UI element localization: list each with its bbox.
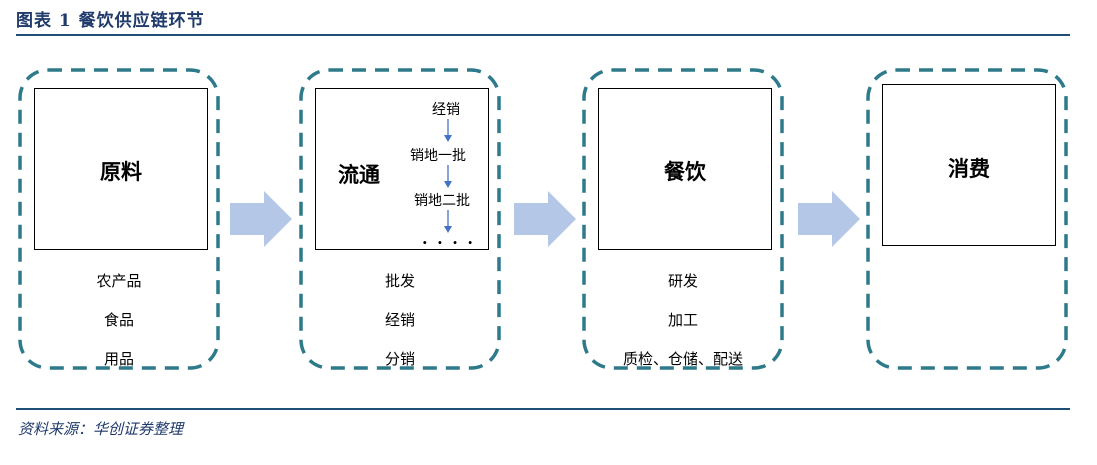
stage-distribution: 流通 经销 销地一批 销地二批 . . . . 批发 经销 分销 bbox=[299, 68, 501, 370]
down-arrow-icon bbox=[444, 119, 452, 142]
chain-step: 经销 bbox=[432, 102, 460, 118]
stage-box: 原料 bbox=[34, 88, 208, 250]
figure-title: 图表 1 餐饮供应链环节 bbox=[16, 11, 205, 31]
stage-consumption: 消费 bbox=[866, 68, 1068, 370]
stage-box: 消费 bbox=[882, 84, 1056, 246]
stage-item: 食品 bbox=[103, 311, 134, 329]
bottom-divider bbox=[16, 408, 1070, 410]
down-arrow-icon bbox=[444, 210, 452, 233]
stage-item: 批发 bbox=[384, 272, 415, 290]
stage-item: 用品 bbox=[103, 350, 134, 368]
stage-items: 农产品 食品 用品 bbox=[18, 270, 220, 387]
stage-box: 流通 经销 销地一批 销地二批 . . . . bbox=[315, 88, 489, 250]
dashed-frame bbox=[299, 68, 501, 370]
stage-item: 分销 bbox=[384, 350, 415, 368]
dashed-frame bbox=[582, 68, 784, 370]
stage-label: 消费 bbox=[948, 156, 990, 181]
stage-box: 餐饮 bbox=[598, 88, 772, 250]
down-arrow-icon bbox=[444, 165, 452, 188]
stage-items: 批发 经销 分销 bbox=[299, 270, 501, 387]
stage-label: 原料 bbox=[100, 159, 142, 184]
dashed-frame bbox=[866, 68, 1068, 370]
flow-arrow bbox=[514, 191, 576, 247]
stage-item: 质检、仓储、配送 bbox=[622, 350, 743, 368]
stage-label: 餐饮 bbox=[664, 159, 706, 184]
chain-ellipsis: . . . . bbox=[422, 229, 475, 248]
stage-raw-materials: 原料 农产品 食品 用品 bbox=[18, 68, 220, 370]
stage-items: 研发 加工 质检、仓储、配送 bbox=[582, 270, 784, 387]
source-note: 资料来源：华创证券整理 bbox=[18, 420, 184, 438]
chain-step: 销地一批 bbox=[410, 148, 466, 164]
stage-item: 研发 bbox=[667, 272, 698, 290]
stage-item: 农产品 bbox=[96, 272, 142, 290]
stage-item: 加工 bbox=[667, 311, 698, 329]
chain-step: 销地二批 bbox=[414, 193, 470, 209]
stage-label: 流通 bbox=[338, 162, 380, 187]
stage-item: 经销 bbox=[384, 311, 415, 329]
stage-catering: 餐饮 研发 加工 质检、仓储、配送 bbox=[582, 68, 784, 370]
dashed-frame bbox=[18, 68, 220, 370]
top-divider bbox=[16, 34, 1070, 36]
flow-arrow bbox=[798, 191, 860, 247]
flow-arrow bbox=[230, 191, 292, 247]
